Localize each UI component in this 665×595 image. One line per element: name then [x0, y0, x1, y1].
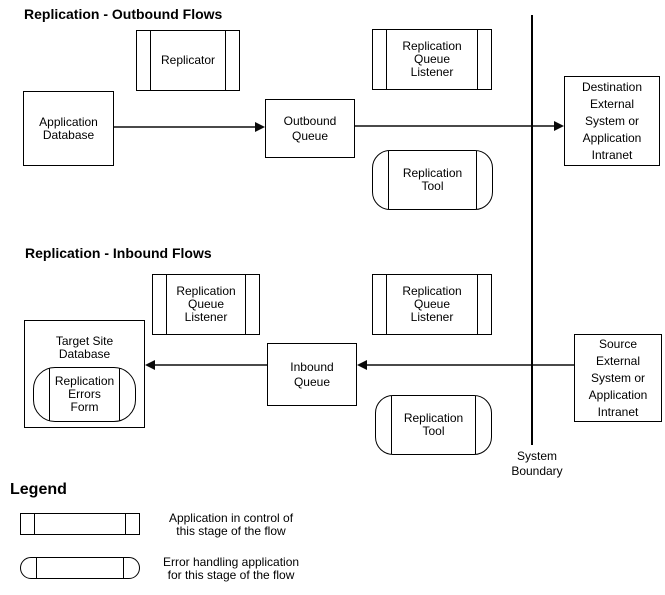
legend-title: Legend: [10, 481, 67, 498]
legend-error-handling-box-icon: [20, 557, 140, 579]
arrow-appdb-to-outbound-queue-line: [114, 126, 256, 128]
outbound-queue-node: Outbound Queue: [265, 99, 355, 158]
arrow-source-to-inbound-queue-line: [366, 364, 574, 366]
replication-queue-listener-outbound-node: Replication Queue Listener: [372, 29, 492, 90]
arrow-outbound-queue-to-destination-head-icon: [554, 121, 564, 131]
system-boundary-label: System Boundary: [511, 449, 563, 478]
replication-errors-form-node: Replication Errors Form: [33, 367, 136, 422]
replicator-node: Replicator: [136, 30, 240, 91]
destination-external-system-node: Destination External System or Applicati…: [564, 76, 660, 166]
replication-queue-listener-inbound-left-node: Replication Queue Listener: [152, 274, 260, 335]
arrow-appdb-to-outbound-queue-head-icon: [255, 122, 265, 132]
target-site-database-label: Target Site Database: [55, 334, 114, 361]
replication-tool-outbound-node: Replication Tool: [372, 150, 493, 210]
source-external-system-node: Source External System or Application In…: [574, 334, 662, 422]
arrow-inbound-queue-to-targetdb-line: [155, 364, 267, 366]
legend-error-handling-box-text: Error handling application for this stag…: [162, 555, 300, 582]
target-site-database-node: Target Site Database Replication Errors …: [24, 320, 145, 428]
arrow-source-to-inbound-queue-head-icon: [357, 360, 367, 370]
legend-application-box-icon: [20, 513, 140, 535]
application-database-node: Application Database: [23, 91, 114, 166]
inbound-flows-title: Replication - Inbound Flows: [25, 245, 212, 261]
replication-tool-inbound-node: Replication Tool: [375, 395, 492, 455]
inbound-queue-node: Inbound Queue: [267, 343, 357, 406]
outbound-flows-title: Replication - Outbound Flows: [24, 6, 223, 22]
arrow-inbound-queue-to-targetdb-head-icon: [145, 360, 155, 370]
system-boundary-line: [531, 15, 533, 445]
legend-application-box-text: Application in control of this stage of …: [168, 511, 294, 538]
arrow-outbound-queue-to-destination-line: [355, 125, 554, 127]
replication-queue-listener-inbound-right-node: Replication Queue Listener: [372, 274, 492, 335]
